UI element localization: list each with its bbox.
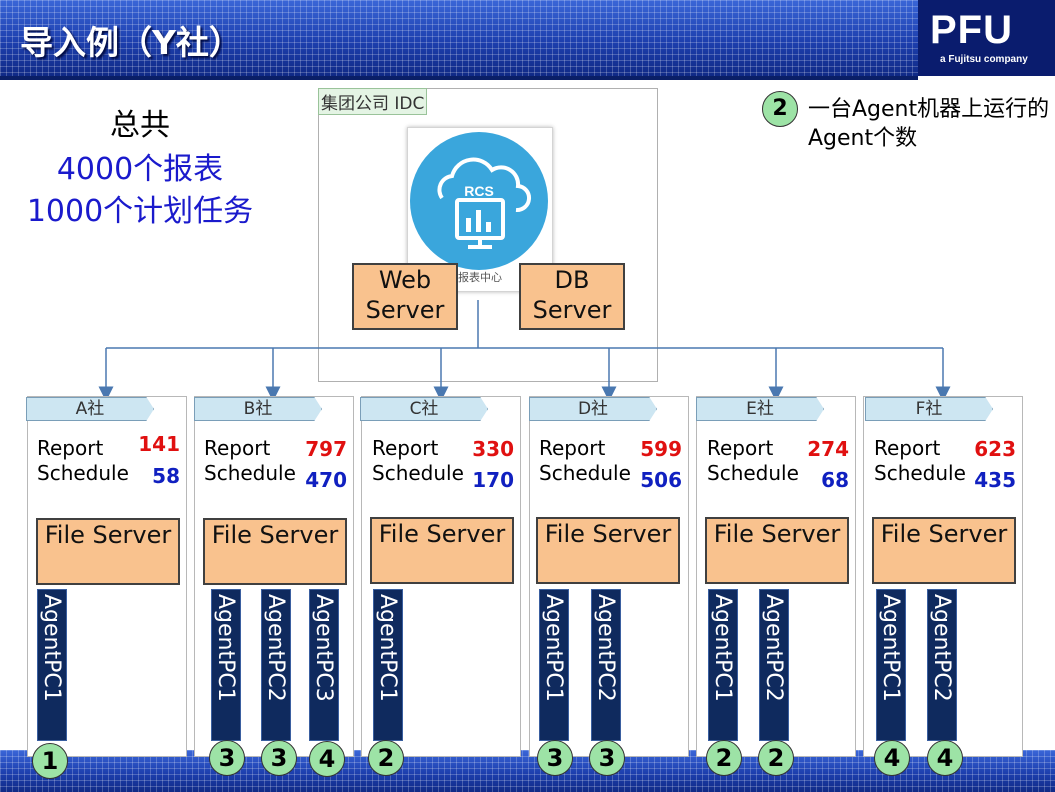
agent-pc-label: AgentPC1 <box>39 594 64 702</box>
note-text: 一台Agent机器上运行的Agent个数 <box>808 97 1050 151</box>
company-tag: B社 <box>194 397 322 421</box>
company-tag: E社 <box>696 397 824 421</box>
agent-pc-label: AgentPC1 <box>878 594 903 702</box>
schedule-label: Schedule <box>37 461 129 485</box>
totals-label: 总共 <box>110 108 170 143</box>
rcs-icon: RCS <box>410 132 548 270</box>
schedule-value: 470 <box>305 468 347 492</box>
total-reports: 4000个报表 <box>56 152 224 187</box>
agent-count-badge: 2 <box>368 740 404 776</box>
agent-pc: AgentPC1 <box>373 589 403 741</box>
report-label: Report <box>37 436 104 460</box>
agent-pc-label: AgentPC2 <box>263 594 288 702</box>
report-value: 141 <box>138 432 180 456</box>
slide-title: 导入例（Y社） <box>20 23 242 62</box>
agent-count-badge: 4 <box>927 740 963 776</box>
file-server: File Server <box>203 518 347 585</box>
rcs-text: RCS <box>464 183 494 199</box>
idc-label: 集团公司 IDC <box>318 88 428 115</box>
agent-count-badge: 2 <box>706 740 742 776</box>
agent-pc: AgentPC1 <box>211 589 241 741</box>
agent-count-badge: 4 <box>874 740 910 776</box>
report-label: Report <box>874 436 941 460</box>
report-value: 797 <box>305 437 347 461</box>
report-label: Report <box>539 436 606 460</box>
logo-tagline: a Fujitsu company <box>940 54 1028 65</box>
file-server: File Server <box>705 517 849 584</box>
file-server: File Server <box>536 517 680 584</box>
agent-pc-label: AgentPC1 <box>710 594 735 702</box>
file-server: File Server <box>370 517 514 584</box>
web-server: Web Server <box>352 263 458 330</box>
db-server: DB Server <box>519 263 625 330</box>
agent-pc: AgentPC3 <box>309 589 339 741</box>
agent-pc: AgentPC2 <box>927 589 957 741</box>
schedule-value: 435 <box>974 468 1016 492</box>
schedule-label: Schedule <box>707 461 799 485</box>
agent-pc-label: AgentPC2 <box>929 594 954 702</box>
header-divider <box>0 76 918 80</box>
agent-count-badge: 3 <box>537 740 573 776</box>
report-value: 599 <box>640 437 682 461</box>
header-bar <box>0 0 918 76</box>
report-label: Report <box>372 436 439 460</box>
file-server: File Server <box>36 518 180 585</box>
agent-count-badge: 3 <box>589 740 625 776</box>
rcs-caption: 报表中心 <box>458 271 502 284</box>
agent-pc: AgentPC2 <box>591 589 621 741</box>
agent-pc: AgentPC2 <box>261 589 291 741</box>
agent-pc-label: AgentPC1 <box>541 594 566 702</box>
agent-count-badge: 4 <box>309 741 345 777</box>
report-value: 623 <box>974 437 1016 461</box>
schedule-value: 58 <box>152 464 180 488</box>
agent-pc: AgentPC1 <box>539 589 569 741</box>
report-label: Report <box>707 436 774 460</box>
company-tag: A社 <box>26 397 154 421</box>
file-server: File Server <box>872 517 1016 584</box>
company-logo: PFU <box>930 8 1013 52</box>
schedule-label: Schedule <box>204 461 296 485</box>
schedule-value: 170 <box>472 468 514 492</box>
agent-pc-label: AgentPC3 <box>311 594 336 702</box>
agent-count-badge: 2 <box>758 740 794 776</box>
report-value: 274 <box>807 437 849 461</box>
agent-pc: AgentPC1 <box>876 589 906 741</box>
agent-pc-label: AgentPC2 <box>761 594 786 702</box>
agent-count-badge: 3 <box>261 740 297 776</box>
note-badge: 2 <box>762 91 798 127</box>
logo-area <box>918 0 1055 76</box>
agent-pc: AgentPC1 <box>708 589 738 741</box>
agent-count-badge: 1 <box>32 743 68 779</box>
report-label: Report <box>204 436 271 460</box>
report-value: 330 <box>472 437 514 461</box>
agent-pc: AgentPC2 <box>759 589 789 741</box>
schedule-value: 506 <box>640 468 682 492</box>
schedule-label: Schedule <box>372 461 464 485</box>
agent-pc-label: AgentPC1 <box>213 594 238 702</box>
schedule-label: Schedule <box>874 461 966 485</box>
company-tag: C社 <box>360 397 488 421</box>
schedule-label: Schedule <box>539 461 631 485</box>
agent-count-badge: 3 <box>209 740 245 776</box>
agent-pc-label: AgentPC2 <box>593 594 618 702</box>
total-tasks: 1000个计划任务 <box>26 194 254 229</box>
company-tag: F社 <box>865 397 993 421</box>
company-tag: D社 <box>529 397 657 421</box>
agent-pc-label: AgentPC1 <box>375 594 400 702</box>
schedule-value: 68 <box>821 468 849 492</box>
agent-pc: AgentPC1 <box>37 589 67 741</box>
